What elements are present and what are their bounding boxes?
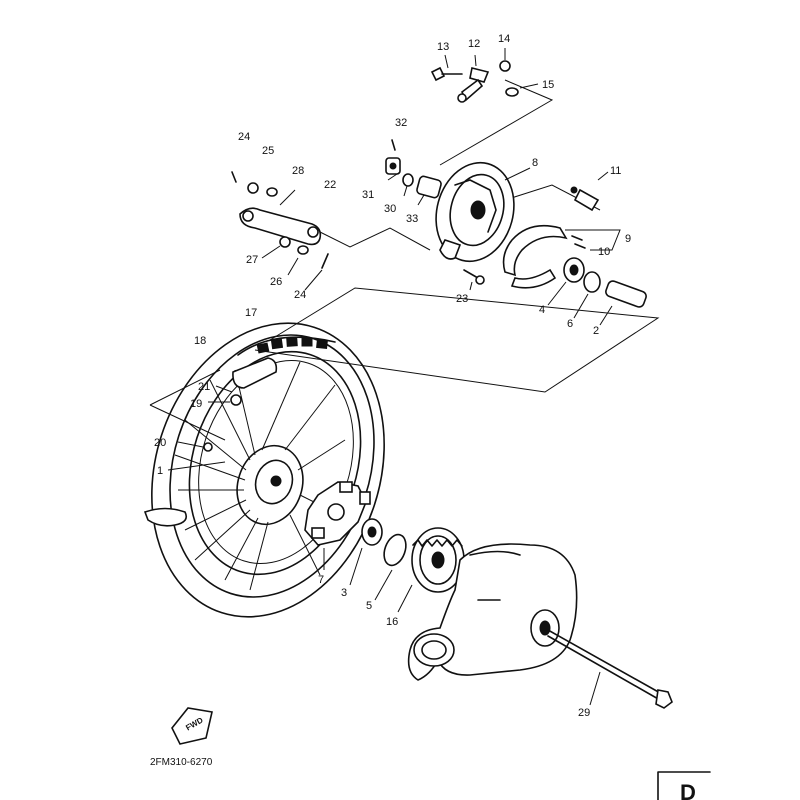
callout-11: 11 <box>610 165 621 177</box>
tread-blocks <box>256 337 328 354</box>
rim-band <box>143 507 188 527</box>
callout-6: 6 <box>567 318 573 330</box>
callout-32: 32 <box>395 117 407 129</box>
callout-30: 30 <box>384 203 396 215</box>
callout-22: 22 <box>324 179 336 191</box>
forward-arrow-icon: FWD <box>171 707 213 745</box>
rear-axle <box>547 629 673 709</box>
callout-19: 19 <box>190 398 202 410</box>
housing-boss <box>413 633 455 667</box>
hub-center <box>254 459 294 505</box>
drawing-code: 2FM310-6270 <box>150 757 213 768</box>
brake-plate-arm <box>439 239 462 260</box>
tire-outer <box>151 322 385 618</box>
callout-18: 18 <box>194 335 206 347</box>
washer-28 <box>266 187 278 197</box>
callout-3: 3 <box>341 587 347 599</box>
cotter-pin-24a <box>231 171 237 183</box>
torque-rod-body <box>239 207 322 246</box>
grease-nipple-32 <box>391 139 396 151</box>
final-drive-housing <box>407 543 578 681</box>
callout-26: 26 <box>270 276 282 288</box>
damper-center <box>327 503 345 521</box>
callout-16: 16 <box>386 616 398 628</box>
callout-20: 20 <box>154 437 166 449</box>
hub-bore <box>270 475 282 487</box>
callout-5: 5 <box>366 600 372 612</box>
callout-14: 14 <box>498 33 510 45</box>
callout-33: 33 <box>406 213 418 225</box>
callout-15: 15 <box>542 79 554 91</box>
callout-8: 8 <box>532 157 538 169</box>
callout-24-lower: 24 <box>294 289 306 301</box>
brake-shoe-upper <box>502 224 568 277</box>
nut-14 <box>499 60 511 72</box>
washer-15 <box>505 87 519 97</box>
page-tag: D <box>657 771 711 800</box>
cam-shaft-11 <box>573 188 600 212</box>
bolt-13 <box>430 66 446 82</box>
callout-13: 13 <box>437 41 449 53</box>
callout-28: 28 <box>292 165 304 177</box>
washer-30 <box>402 173 414 187</box>
callout-21: 21 <box>198 381 210 393</box>
cotter-pin-24b <box>321 253 329 269</box>
lever-12 <box>469 67 490 83</box>
bolt-23 <box>463 269 485 291</box>
brake-shoe-lower <box>510 268 557 289</box>
brake-cam-lever <box>430 48 609 212</box>
brake-spring <box>571 235 586 249</box>
torque-rod <box>231 171 329 291</box>
callout-10: 10 <box>598 246 610 258</box>
tube-section <box>232 357 278 389</box>
collar-33 <box>416 175 442 199</box>
damper-lug <box>339 481 353 493</box>
callout-27: 27 <box>246 254 258 266</box>
callout-17: 17 <box>245 307 257 319</box>
callout-29: 29 <box>578 707 590 719</box>
rear-wheel <box>143 322 385 618</box>
callout-25: 25 <box>262 145 274 157</box>
callout-23: 23 <box>456 293 468 305</box>
nut-27 <box>279 236 291 248</box>
axle-head <box>655 689 673 709</box>
hub-damper <box>304 481 371 570</box>
callout-31: 31 <box>362 189 374 201</box>
callout-1: 1 <box>157 465 163 477</box>
page-tag-letter: D <box>680 780 696 800</box>
circlip-5 <box>383 533 407 567</box>
callout-2: 2 <box>593 325 599 337</box>
valve-parts <box>167 385 242 471</box>
brake-shoes <box>502 224 621 289</box>
brake-plate <box>435 161 531 263</box>
collars <box>385 139 442 206</box>
callout-labels: 1 2 3 4 5 6 7 8 9 10 11 12 13 14 15 16 1… <box>154 33 631 719</box>
callout-4: 4 <box>539 304 545 316</box>
right-side-bearings <box>547 257 647 326</box>
bearing-circlip <box>349 518 407 601</box>
callout-9: 9 <box>625 233 631 245</box>
spoke-nipple <box>203 442 213 452</box>
nut-25 <box>247 182 259 194</box>
spacer-2 <box>605 280 647 308</box>
valve-nut <box>230 394 242 406</box>
callout-24-upper: 24 <box>238 131 250 143</box>
washer-26 <box>297 245 309 255</box>
callout-12: 12 <box>468 38 480 50</box>
callout-7: 7 <box>318 574 324 586</box>
collar-6 <box>583 271 601 293</box>
